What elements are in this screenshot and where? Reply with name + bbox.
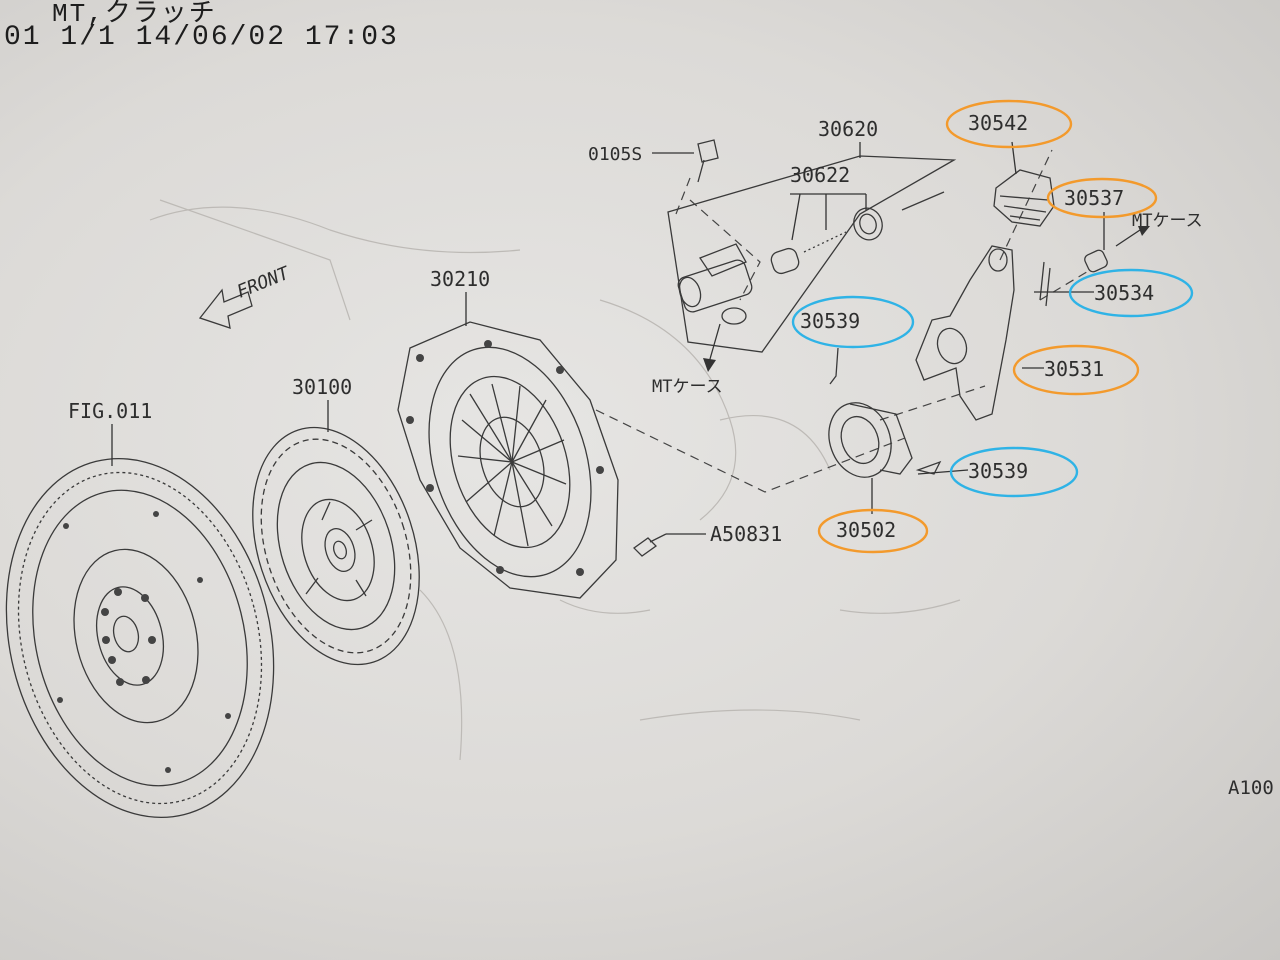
mt-case-label-right: MTケース: [1132, 211, 1203, 231]
page-info: 01 1/1 14/06/02 17:03: [4, 22, 399, 53]
pivot-30537: MTケース: [1084, 211, 1203, 273]
front-arrow: FRONT: [198, 262, 293, 329]
bolt-a50831: A50831: [632, 522, 782, 557]
assembly-dashes: [595, 149, 1091, 493]
label-0105s: 0105S: [588, 139, 719, 183]
blue-ring-30539-top: [791, 295, 915, 349]
release-bearing-label: 30502: [836, 518, 896, 542]
fig011-label: FIG.011: [68, 399, 152, 423]
pressure-plate-label: 30210: [430, 267, 490, 291]
pivot-clip-label: 30534: [1094, 281, 1154, 305]
cylinder-assy-label: 30620: [818, 117, 878, 141]
label-30620: 30620: [818, 117, 878, 158]
boot-30542: [993, 141, 1055, 227]
release-fork: [915, 245, 1051, 421]
page-title: MT,クラッチ: [52, 0, 217, 29]
label-30100: 30100: [292, 375, 352, 432]
release-bearing: [828, 402, 942, 514]
pressure-plate: [397, 321, 619, 599]
repair-kit-label: 30622: [790, 163, 850, 187]
background-ghost-lines: [149, 199, 961, 761]
label-30534: 30534: [1034, 281, 1154, 305]
mt-case-label-left: MTケース: [652, 377, 723, 397]
release-fork-label: 30531: [1044, 357, 1104, 381]
label-30210: 30210: [430, 267, 490, 326]
mt-case-arrow-left: MTケース: [652, 323, 723, 397]
blue-ring-30534: [1068, 268, 1194, 318]
boot-label: 30542: [968, 111, 1028, 135]
label-fig011: FIG.011: [68, 399, 152, 466]
flywheel: [5, 457, 275, 819]
label-30622: 30622: [790, 163, 867, 241]
clip-lower-label: 30539: [968, 459, 1028, 483]
pivot-label: 30537: [1064, 186, 1124, 210]
label-30539-lower: 30539: [917, 459, 1028, 483]
figure-ref: A100: [1228, 777, 1274, 799]
orange-ring-30502: [817, 508, 929, 554]
blue-ring-30539-lower: [949, 446, 1079, 498]
clip-30539-top: [829, 347, 839, 385]
flywheel-disc-label: 30100: [292, 375, 352, 399]
clutch-disc: [252, 426, 420, 666]
clip-top-label: 30539: [800, 309, 860, 333]
front-label: FRONT: [234, 262, 293, 302]
label-30531: 30531: [1022, 357, 1104, 381]
orange-ring-30537: [1046, 177, 1158, 219]
bolt-0105s-label: 0105S: [588, 144, 642, 165]
highlight-rings: [791, 99, 1194, 554]
orange-ring-30531: [1012, 344, 1140, 396]
bolt-a-label: A50831: [710, 522, 782, 546]
orange-ring-30542: [945, 99, 1073, 149]
